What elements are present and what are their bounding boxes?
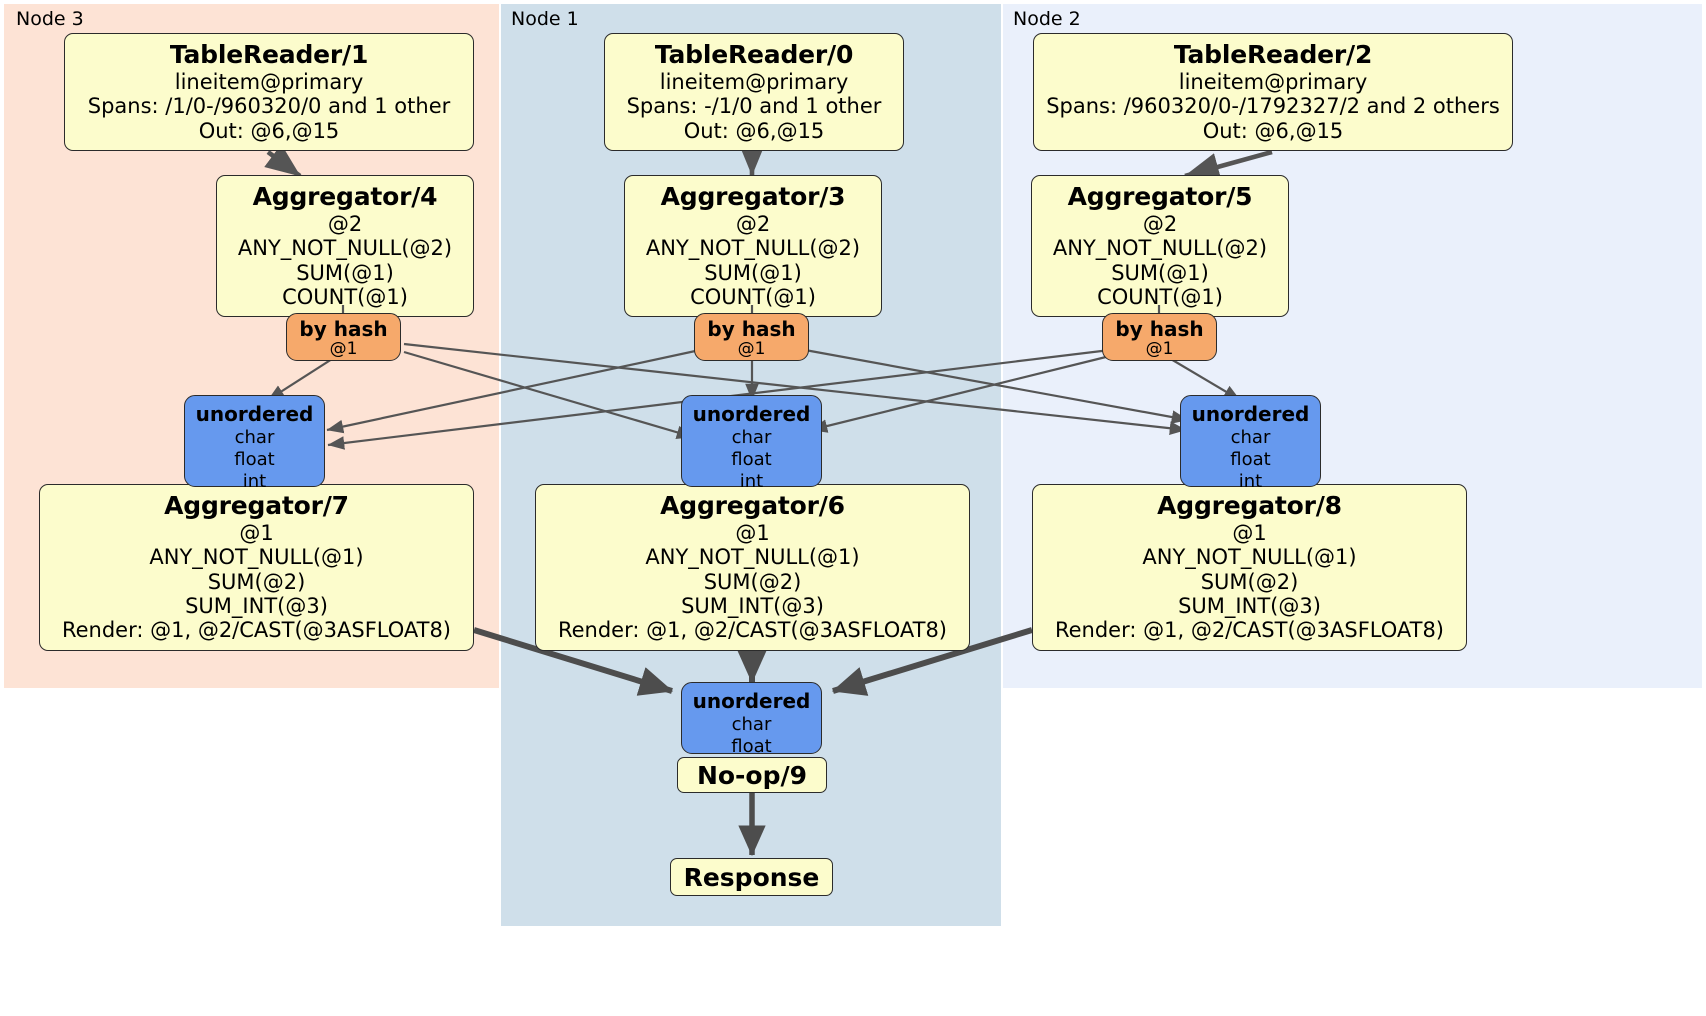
processor-aggregator-6[interactable]: Aggregator/6 @1 ANY_NOT_NULL(@1) SUM(@2)… [535, 484, 970, 651]
processor-line: SUM(@1) [704, 260, 802, 285]
router-title: by hash [1115, 317, 1204, 341]
processor-line: SUM(@2) [207, 569, 306, 594]
synchronizer-title: unordered [692, 402, 811, 426]
processor-line: ANY_NOT_NULL(@1) [1142, 545, 1357, 570]
processor-line: SUM(@1) [1111, 260, 1209, 285]
router-subtitle: @1 [737, 339, 766, 359]
processor-table-reader-0[interactable]: TableReader/0 lineitem@primary Spans: -/… [604, 33, 904, 152]
processor-title: Aggregator/6 [660, 491, 845, 520]
processor-line: Spans: /1/0-/960320/0 and 1 other [87, 94, 451, 119]
processor-aggregator-7[interactable]: Aggregator/7 @1 ANY_NOT_NULL(@1) SUM(@2)… [39, 484, 474, 651]
processor-line: Spans: /960320/0-/1792327/2 and 2 others [1046, 94, 1500, 119]
synchronizer-title: unordered [692, 689, 811, 713]
synchronizer-type: int [739, 470, 764, 492]
processor-line: ANY_NOT_NULL(@1) [645, 545, 860, 570]
processor-title: TableReader/0 [654, 40, 854, 69]
processor-title: Aggregator/7 [164, 491, 349, 520]
processor-line: SUM(@1) [296, 260, 394, 285]
synchronizer-node-2[interactable]: unordered char float int [1180, 395, 1321, 492]
synchronizer-type: char [731, 713, 772, 735]
router-title: by hash [299, 317, 388, 341]
terminal-no-op-9[interactable]: No-op/9 [677, 757, 827, 793]
synchronizer-type: float [1230, 448, 1271, 470]
processor-title: Aggregator/4 [252, 182, 438, 211]
synchronizer-node-3[interactable]: unordered char float int [184, 395, 325, 492]
synchronizer-final[interactable]: unordered char float [681, 682, 822, 757]
processor-line: ANY_NOT_NULL(@2) [645, 236, 861, 261]
processor-line: Render: @1, @2/CAST(@3ASFLOAT8) [557, 618, 948, 643]
processor-aggregator-8[interactable]: Aggregator/8 @1 ANY_NOT_NULL(@1) SUM(@2)… [1032, 484, 1467, 651]
lane-label-node-3: Node 3 [16, 8, 84, 30]
processor-line: SUM_INT(@3) [185, 594, 328, 619]
hash-router-node-3[interactable]: by hash @1 [286, 313, 401, 361]
processor-line: ANY_NOT_NULL(@2) [1052, 236, 1268, 261]
processor-aggregator-5[interactable]: Aggregator/5 @2 ANY_NOT_NULL(@2) SUM(@1)… [1031, 175, 1289, 318]
synchronizer-type: float [731, 448, 772, 470]
processor-line: @2 [327, 212, 363, 236]
router-title: by hash [707, 317, 796, 341]
synchronizer-node-1[interactable]: unordered char float int [681, 395, 822, 492]
processor-line: @1 [735, 521, 770, 545]
processor-table-reader-2[interactable]: TableReader/2 lineitem@primary Spans: /9… [1033, 33, 1513, 152]
processor-line: lineitem@primary [174, 70, 364, 94]
processor-line: @1 [239, 521, 274, 545]
processor-line: SUM_INT(@3) [1178, 594, 1321, 619]
processor-line: SUM_INT(@3) [681, 594, 824, 619]
processor-line: ANY_NOT_NULL(@2) [237, 236, 453, 261]
processor-line: @2 [1142, 212, 1178, 236]
hash-router-node-2[interactable]: by hash @1 [1102, 313, 1217, 361]
hash-router-node-1[interactable]: by hash @1 [694, 313, 809, 361]
processor-line: SUM(@2) [703, 569, 802, 594]
processor-line: lineitem@primary [659, 70, 849, 94]
synchronizer-title: unordered [1191, 402, 1310, 426]
processor-line: COUNT(@1) [282, 285, 408, 310]
lane-label-node-1: Node 1 [511, 8, 579, 30]
processor-title: Aggregator/5 [1067, 182, 1253, 211]
processor-title: TableReader/1 [169, 40, 369, 69]
synchronizer-type: float [731, 735, 772, 757]
processor-title: Aggregator/3 [660, 182, 846, 211]
synchronizer-title: unordered [195, 402, 314, 426]
processor-line: COUNT(@1) [690, 285, 816, 310]
processor-line: Render: @1, @2/CAST(@3ASFLOAT8) [61, 618, 452, 643]
processor-line: SUM(@2) [1200, 569, 1299, 594]
processor-line: @1 [1232, 521, 1267, 545]
synchronizer-type: char [731, 426, 772, 448]
router-subtitle: @1 [1145, 339, 1174, 359]
lane-label-node-2: Node 2 [1013, 8, 1081, 30]
synchronizer-type: int [1238, 470, 1263, 492]
processor-line: Out: @6,@15 [1202, 118, 1344, 143]
processor-title: Aggregator/8 [1157, 491, 1342, 520]
processor-title: TableReader/2 [1173, 40, 1373, 69]
terminal-response[interactable]: Response [670, 858, 833, 896]
processor-line: COUNT(@1) [1097, 285, 1223, 310]
processor-line: lineitem@primary [1178, 70, 1368, 94]
processor-line: Render: @1, @2/CAST(@3ASFLOAT8) [1054, 618, 1445, 643]
processor-line: Out: @6,@15 [198, 118, 340, 143]
synchronizer-type: char [1230, 426, 1271, 448]
processor-line: @2 [735, 212, 771, 236]
processor-aggregator-3[interactable]: Aggregator/3 @2 ANY_NOT_NULL(@2) SUM(@1)… [624, 175, 882, 318]
synchronizer-type: int [242, 470, 267, 492]
processor-aggregator-4[interactable]: Aggregator/4 @2 ANY_NOT_NULL(@2) SUM(@1)… [216, 175, 474, 318]
processor-line: Spans: -/1/0 and 1 other [626, 94, 882, 119]
processor-line: Out: @6,@15 [683, 118, 825, 143]
synchronizer-type: float [234, 448, 275, 470]
router-subtitle: @1 [329, 339, 358, 359]
processor-line: ANY_NOT_NULL(@1) [149, 545, 364, 570]
synchronizer-type: char [234, 426, 275, 448]
processor-table-reader-1[interactable]: TableReader/1 lineitem@primary Spans: /1… [64, 33, 474, 152]
